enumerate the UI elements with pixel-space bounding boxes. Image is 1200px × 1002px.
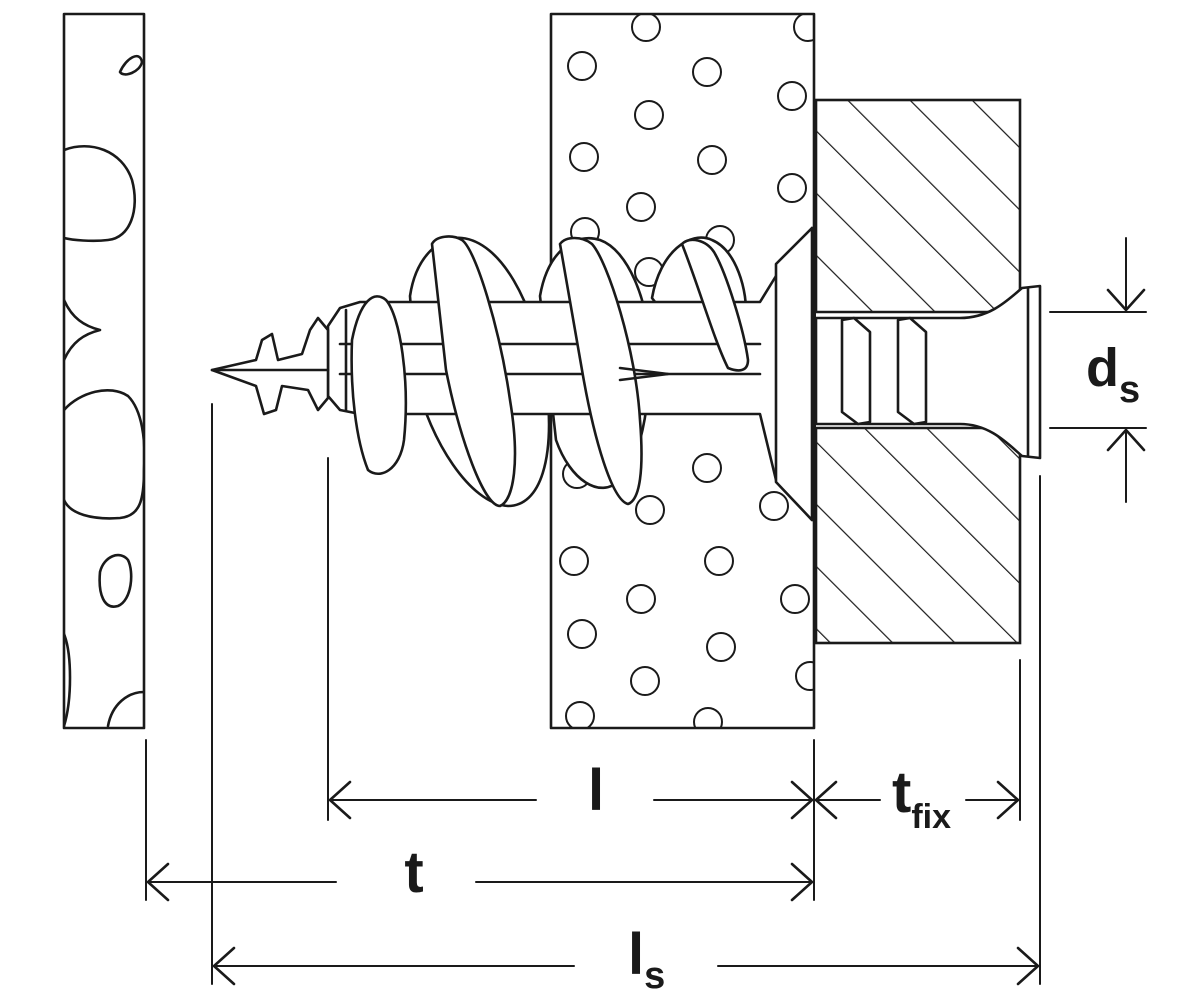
back-wall-panel [62,12,146,730]
screw [814,284,1042,460]
tfix-label: tfix [892,760,951,836]
ls-subscript: s [644,955,665,997]
t-label: t [404,840,423,905]
dimension-l: l [328,758,814,823]
tfix-subscript: fix [911,798,951,836]
dimension-t: t [146,840,814,905]
ds-subscript: s [1119,369,1140,411]
dimension-tfix: tfix [814,760,1020,836]
l-label: l [588,758,604,823]
ds-label: ds [1086,338,1140,411]
hollow-wall-dowel [210,226,814,522]
extension-lines [145,403,1041,985]
dimension-ds: ds [1049,237,1147,503]
ls-label: ls [628,922,665,997]
dimension-ls: ls [212,922,1040,997]
board-holes [559,14,814,728]
